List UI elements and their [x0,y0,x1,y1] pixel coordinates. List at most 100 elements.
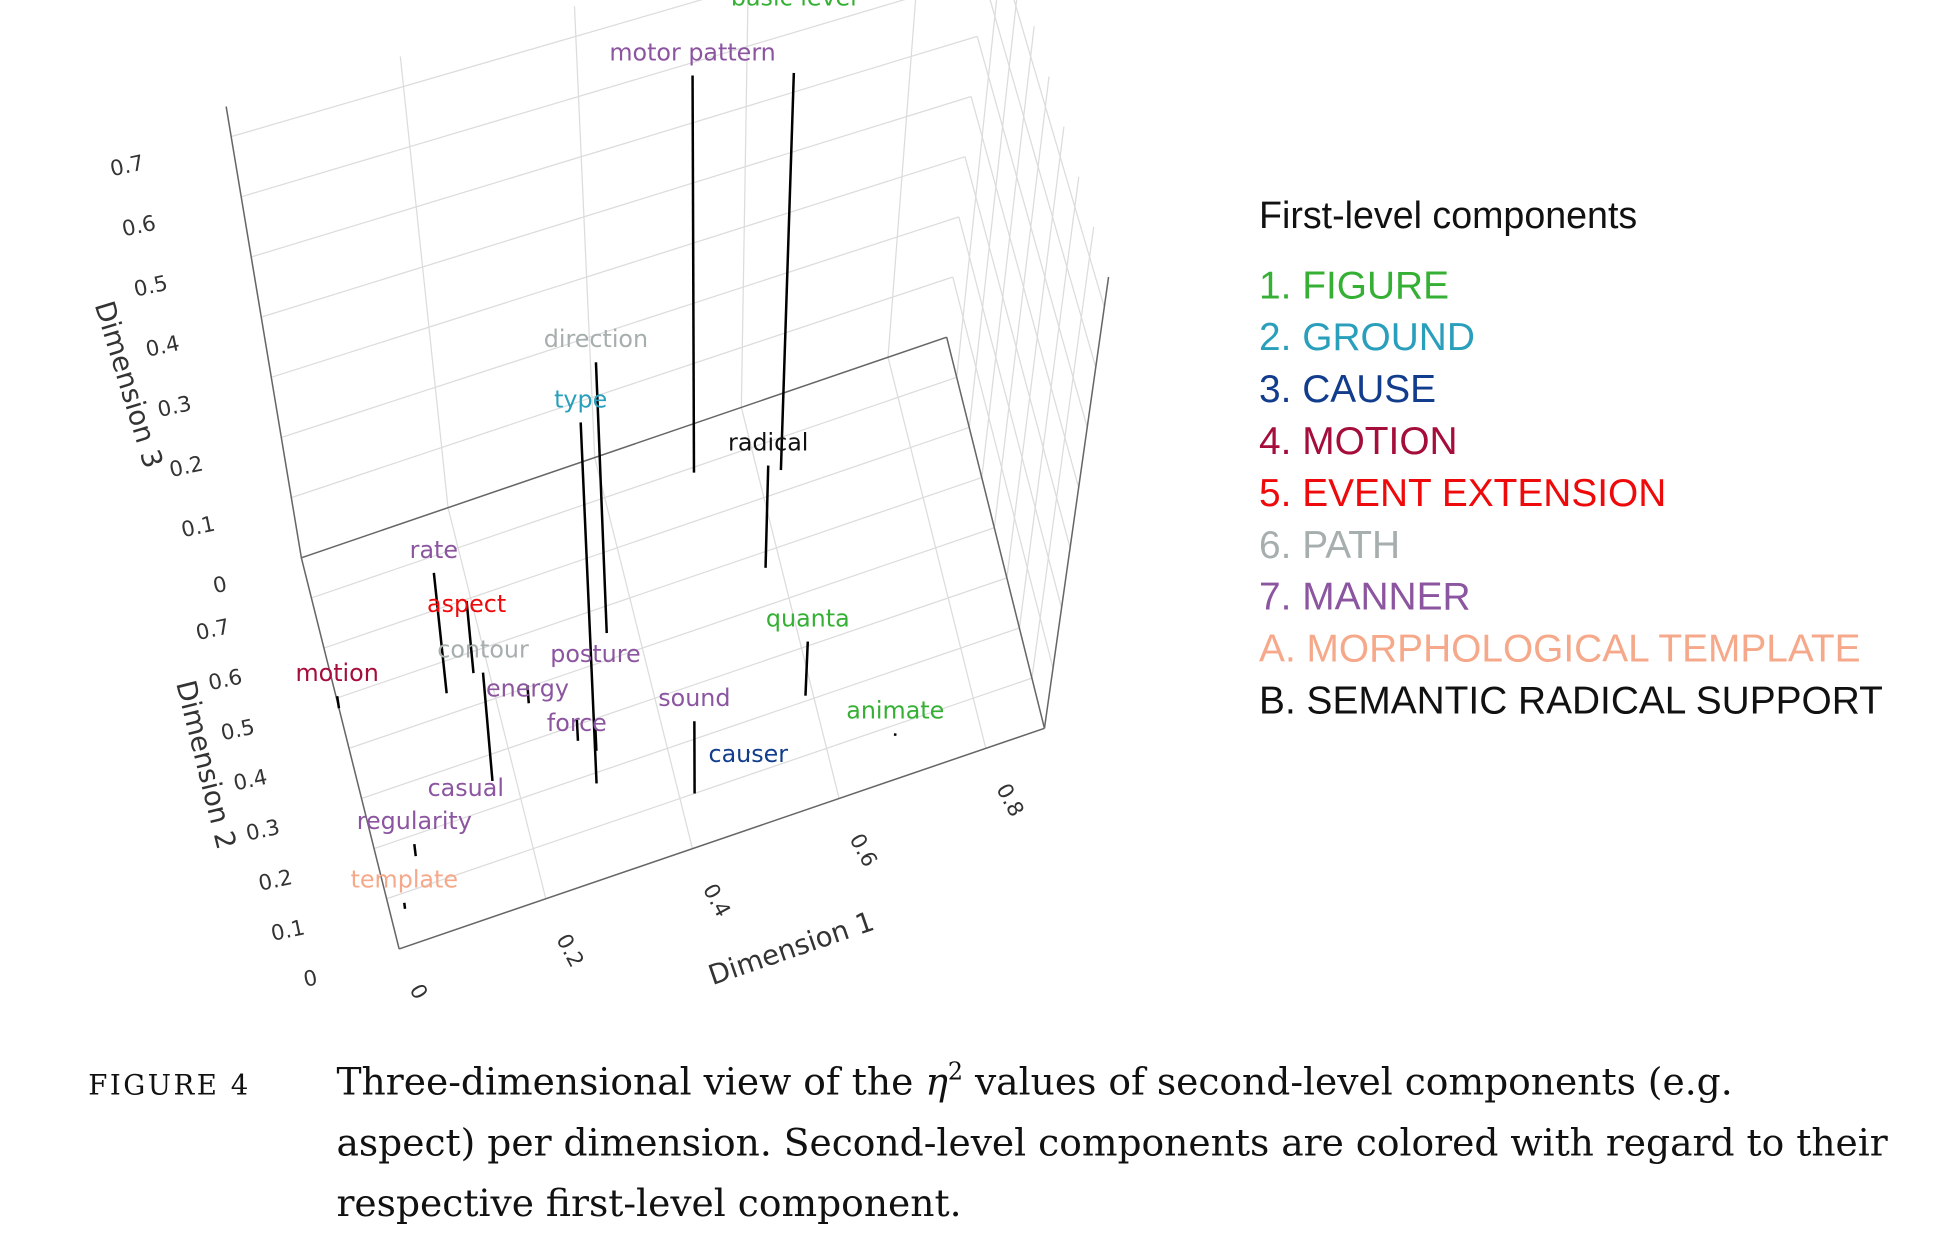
stem-direction [594,362,608,634]
z-tick-label: 0.4 [144,331,182,362]
data-stems [335,72,897,909]
point-label-causer: causer [709,740,789,768]
z-tick-label: 0.3 [155,391,193,422]
caption: FIGURE 4 Three-dimensional view of the η… [88,1057,1888,1225]
stem-template [403,902,407,909]
x-tick-label: 0.2 [551,930,589,972]
caption-eta: η [925,1059,948,1103]
stem-rate [432,572,448,694]
point-label-sound: sound [658,684,730,712]
floor-gridline [386,677,1033,900]
back-wall-gridline [399,56,449,508]
legend: First-level components 1. FIGURE 2. GROUN… [1259,194,1883,722]
back-wall-gridline [573,6,596,458]
z-axis-line [225,106,303,558]
side-wall-gridline [1006,126,1065,578]
stem-aspect [465,600,475,674]
legend-item: 5. EVENT EXTENSION [1259,472,1666,515]
y-tick-label: 0.2 [256,865,294,896]
stem-quanta [804,641,810,696]
legend-item: B. SEMANTIC RADICAL SUPPORT [1259,680,1883,723]
legend-item: 1. FIGURE [1259,264,1449,307]
x-tick-label: 0.8 [991,780,1029,822]
legend-title: First-level components [1259,194,1637,236]
z-tick-label: 0.1 [179,512,217,543]
x-axis-line [398,727,1045,950]
caption-line-1: Three-dimensional view of the η2 values … [336,1057,1732,1103]
x-tick-label: 0 [404,980,432,1004]
back-wall-gridline [230,0,704,138]
point-label-direction: direction [544,325,648,353]
axis-box [225,106,1110,950]
caption-text: Three-dimensional view of the [336,1059,925,1103]
point-label-template: template [351,866,458,894]
point-label-aspect: aspect [427,590,506,618]
legend-item: A. MORPHOLOGICAL TEMPLATE [1259,628,1861,671]
side-wall-gridline [1031,226,1095,679]
back-wall-gridline [740,0,749,408]
side-wall-gridline [970,96,1080,488]
stem-force [575,719,580,741]
caption-line-3: respective first-level component. [336,1181,961,1225]
legend-item: 7. MANNER [1259,576,1471,619]
x-axis-title: Dimension 1 [704,904,878,991]
back-wall-gridline [281,216,960,439]
stem-regularity [413,843,417,857]
legend-item: 4. MOTION [1259,420,1458,463]
y-tick-label: 0.3 [244,815,282,846]
floor-gridline [311,376,957,599]
box-edge [1043,276,1110,729]
back-wall-gridline [261,95,972,318]
stem-type [579,422,598,784]
floor-gridline [594,457,694,849]
stem-basic-level [779,72,796,471]
box-edge [301,336,947,559]
y-tick-label: 0.1 [269,915,307,946]
legend-item: 6. PATH [1259,524,1400,567]
legend-item: 3. CAUSE [1259,368,1436,411]
point-label-force: force [547,709,607,737]
caption-line-2: aspect) per dimension. Second-level comp… [336,1121,1887,1165]
stem-contour [481,672,494,782]
tick-labels: 00.20.40.60.800.10.20.30.40.50.60.700.10… [108,151,1029,1004]
z-tick-label: 0.6 [120,211,158,242]
floor-gridline [323,426,970,649]
legend-item: 2. GROUND [1259,316,1475,359]
stem-motion [335,696,341,709]
stem-posture [594,729,598,751]
side-wall-gridline [1018,176,1080,629]
side-wall-gridline [968,0,1018,428]
y-tick-label: 0.6 [206,665,244,696]
side-wall-gridline [976,36,1088,428]
caption-text: values of second-level components (e.g. [963,1059,1733,1103]
side-wall-gridline [952,276,1054,669]
point-label-animate: animate [846,696,944,724]
side-wall-gridline [993,76,1050,528]
stem-radical [764,465,770,568]
point-label-regularity: regularity [357,807,472,835]
point-label-motor-pattern: motor pattern [609,38,775,66]
y-tick-label: 0.5 [219,715,257,746]
z-axis-title: Dimension 3 [88,297,170,472]
point-label-basic-level: basic level [731,0,857,11]
floor-gridline [373,627,1020,850]
side-wall-gridline [958,216,1063,609]
side-wall-gridline [956,0,998,378]
point-label-energy: energy [486,674,569,702]
point-label-radical: radical [728,429,808,457]
floor-gridline [336,476,982,699]
z-tick-label: 0 [211,572,229,599]
x-tick-label: 0.6 [844,830,882,872]
z-tick-label: 0.5 [132,271,170,302]
caption-superscript: 2 [948,1057,963,1085]
y-tick-label: 0.7 [194,614,232,645]
point-label-rate: rate [410,536,458,564]
point-label-posture: posture [550,640,640,668]
data-labels: motor patternbasic leveldirectiontyperad… [295,0,944,894]
side-wall-gridline [989,0,1097,368]
back-wall-gridline [887,0,917,358]
stem-energy [526,685,531,704]
z-tick-label: 0.2 [167,451,205,482]
y-tick-label: 0.4 [231,765,269,796]
